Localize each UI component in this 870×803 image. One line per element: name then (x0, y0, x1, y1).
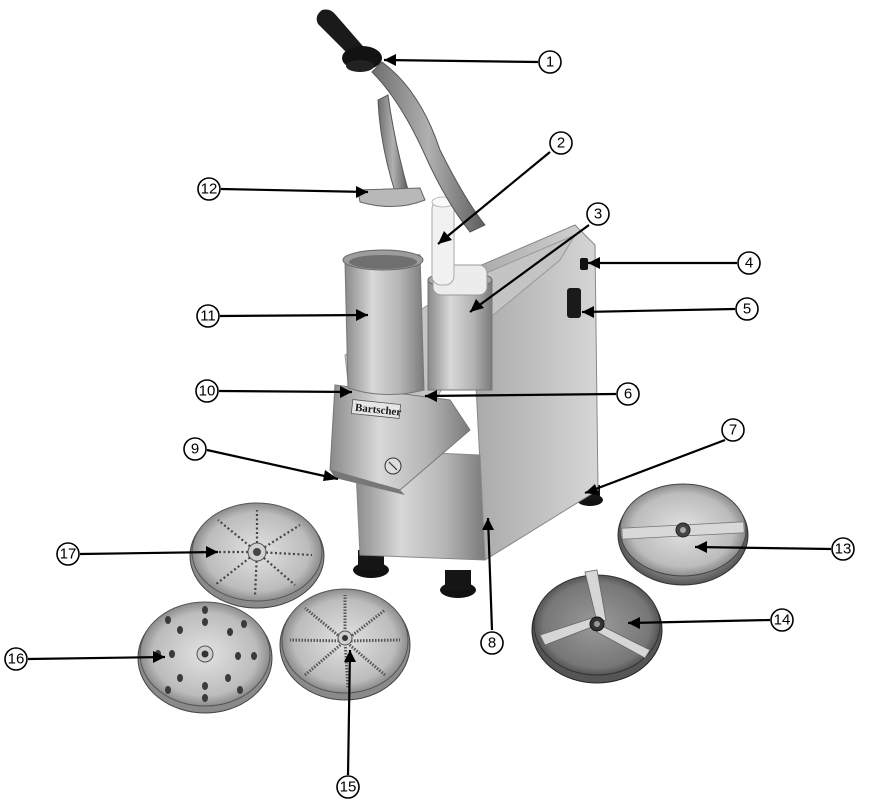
callout-4: 4 (737, 251, 761, 275)
leader-lines (27, 54, 832, 776)
disc-15 (279, 588, 411, 701)
svg-text:15: 15 (340, 779, 357, 796)
svg-text:12: 12 (201, 181, 218, 198)
callout-15: 15 (336, 775, 360, 799)
svg-text:4: 4 (745, 255, 753, 272)
svg-text:13: 13 (835, 541, 852, 558)
callout-3: 3 (586, 202, 610, 226)
svg-text:14: 14 (774, 612, 791, 629)
callout-14: 14 (770, 608, 794, 632)
svg-text:2: 2 (557, 135, 565, 152)
callout-6: 6 (616, 382, 640, 406)
callout-17: 17 (56, 542, 80, 566)
svg-text:8: 8 (488, 635, 496, 652)
stop-switch (580, 258, 588, 270)
svg-text:17: 17 (60, 546, 77, 563)
callout-12: 12 (197, 177, 221, 201)
callout-7: 7 (721, 418, 745, 442)
callouts: 1 2 3 4 5 6 7 8 9 10 11 12 13 14 15 16 1… (4, 50, 855, 799)
brand-label: Bartscher (354, 402, 402, 419)
disc-14 (531, 569, 663, 684)
callout-13: 13 (831, 537, 855, 561)
callout-11: 11 (196, 304, 220, 328)
callout-10: 10 (195, 379, 219, 403)
svg-text:16: 16 (8, 651, 25, 668)
disc-17 (189, 502, 325, 609)
svg-text:11: 11 (200, 308, 216, 325)
callout-2: 2 (549, 131, 573, 155)
svg-text:5: 5 (743, 301, 751, 318)
disc-13 (617, 483, 749, 586)
svg-text:10: 10 (199, 383, 216, 400)
callout-8: 8 (480, 631, 504, 655)
callout-16: 16 (4, 647, 28, 671)
svg-text:6: 6 (624, 386, 632, 403)
callout-9: 9 (183, 437, 207, 461)
svg-text:7: 7 (729, 422, 737, 439)
svg-text:1: 1 (546, 54, 554, 71)
callout-1: 1 (538, 50, 562, 74)
machine-body: Bartscher (316, 9, 603, 598)
svg-text:3: 3 (594, 206, 602, 223)
callout-5: 5 (735, 297, 759, 321)
disc-16 (137, 601, 273, 714)
power-switch (567, 288, 581, 318)
svg-text:9: 9 (191, 441, 199, 458)
